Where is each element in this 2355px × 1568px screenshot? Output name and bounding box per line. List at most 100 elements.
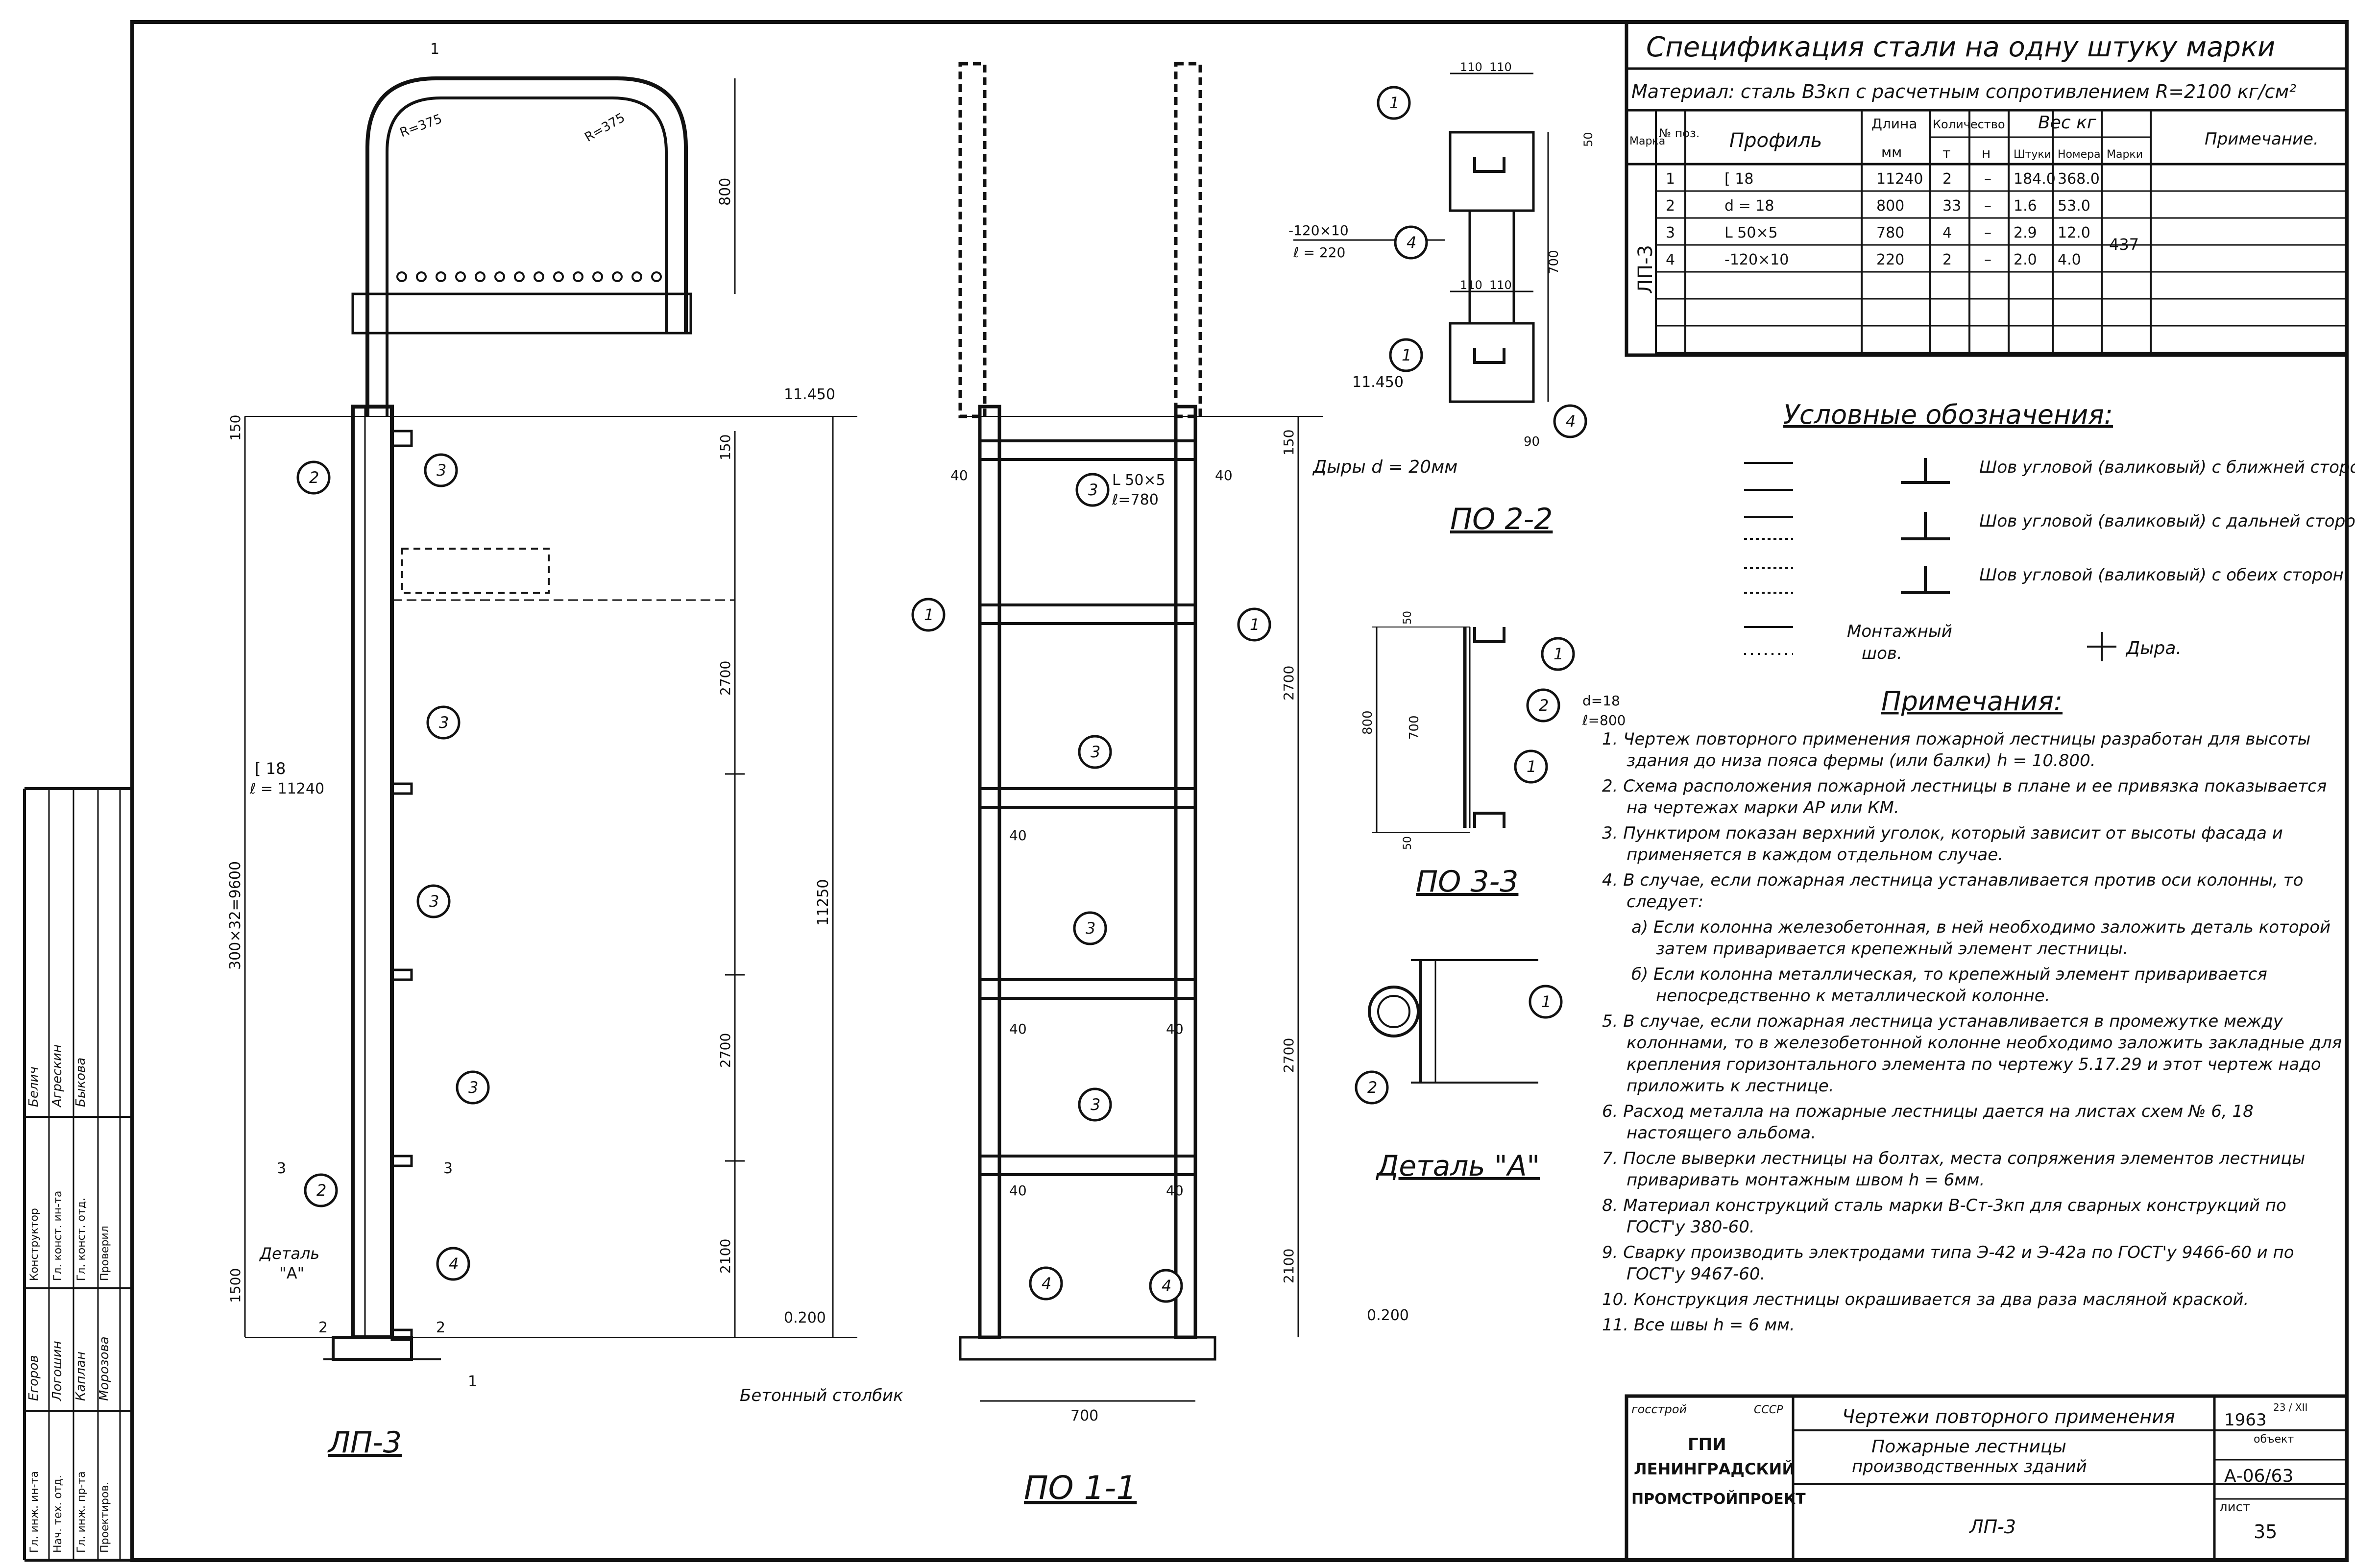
- callout-number: 3: [1086, 919, 1095, 938]
- notes-block: Примечания: 1. Чертеж повторного примене…: [1602, 686, 2342, 1335]
- callout-number: 3: [439, 713, 449, 732]
- po33-d50-a: 50: [1402, 611, 1414, 625]
- lp3-section-1-bottom: 1: [468, 1373, 477, 1390]
- lp3-section-2: 2: [318, 1319, 328, 1336]
- legend: Условные обозначения: Шов угловой: [1744, 399, 2355, 663]
- title-block-text: госстрой СССР ГПИ ЛЕНИНГРАДСКИЙ ПРОМСТРО…: [1631, 1401, 2307, 1543]
- po11-elev-top: 11.450: [1352, 374, 1404, 391]
- po11-angle: L 50×5: [1112, 472, 1165, 489]
- side-stamp: [24, 789, 132, 1560]
- stamp-org4: ПРОМСТРОЙПРОЕКТ: [1631, 1490, 1806, 1508]
- po11-dim-r2: 2700: [1281, 666, 1297, 700]
- position-callout: 4: [1394, 225, 1428, 260]
- position-callout: 3: [426, 705, 461, 740]
- legend-item-1: Шов угловой (валиковый) с ближней сторон…: [1979, 458, 2355, 477]
- lp3-label: ЛП-3: [327, 1425, 402, 1460]
- callout-number: 3: [1091, 1095, 1100, 1114]
- lp3-channel-len: ℓ = 11240: [249, 780, 324, 797]
- side-stamp-name: Логошин: [50, 1341, 65, 1401]
- callout-number: 1: [1554, 645, 1563, 663]
- lp3-channel: [351, 405, 394, 1339]
- callout-number: 3: [1091, 743, 1100, 761]
- spec-cell-t: 2: [1942, 170, 1952, 188]
- stamp-title1: Чертежи повторного применения: [1842, 1406, 2175, 1427]
- position-callout: 2: [1355, 1070, 1389, 1105]
- lp3-section-1-top: 1: [430, 41, 439, 58]
- lp3-dim-total: 11250: [815, 879, 832, 926]
- side-stamp-role: Нач. тех. отд.: [52, 1475, 64, 1553]
- side-stamp-role: Гл. инж. ин-та: [28, 1471, 41, 1553]
- po22-d700: 700: [1547, 250, 1561, 274]
- po11-rung: [978, 1155, 1197, 1176]
- po11-d40-a: 40: [950, 467, 968, 483]
- lp3-dim-1500: 1500: [227, 1268, 243, 1303]
- lp3-radius-left: R=375: [398, 112, 444, 141]
- position-callout: 1: [911, 598, 946, 632]
- spec-h-pos: № поз.: [1659, 126, 1699, 140]
- position-callout: 3: [1078, 735, 1112, 769]
- callout-number: 2: [1539, 696, 1549, 715]
- legend-sample-far: [1744, 512, 1950, 540]
- specification-table: Спецификация стали на одну штуку марки М…: [1625, 20, 2349, 357]
- lp3-detail-mark: "А": [279, 1264, 304, 1282]
- lp3-dim-r1: 150: [717, 434, 733, 460]
- hoop-hole: [416, 271, 427, 282]
- po22-plate: -120×10: [1288, 222, 1349, 239]
- stamp-year-note: 23 / XII: [2273, 1401, 2307, 1413]
- po11-rung: [978, 603, 1197, 625]
- lp3-detail-label: Деталь: [259, 1244, 319, 1263]
- hoop-crossbar: [351, 292, 692, 335]
- spec-h-length-unit: мм: [1881, 144, 1902, 160]
- spec-h-profile: Профиль: [1729, 129, 1822, 152]
- side-stamp-role: Конструктор: [28, 1208, 41, 1281]
- po11-d40-f: 40: [1009, 1182, 1027, 1199]
- hoop-inner: [386, 96, 668, 416]
- position-callout: 1: [1541, 637, 1575, 671]
- spec-cell-n: –: [1984, 170, 1991, 188]
- po11-d40-c: 40: [1009, 827, 1027, 844]
- detail-a-label: Деталь "А": [1375, 1149, 1540, 1182]
- hoop-hole: [612, 271, 623, 282]
- callout-number: 4: [1407, 233, 1416, 252]
- side-stamp-name: Агрескин: [50, 1044, 65, 1108]
- spec-cell-pos: 1: [1666, 170, 1675, 188]
- position-callout: 1: [1237, 607, 1271, 642]
- spec-title: Спецификация стали на одну штуку марки: [1646, 31, 2275, 63]
- view-po11: [958, 62, 1323, 1402]
- view-lp3-text: ЛП-3 11.450 0.200 [ 18 ℓ = 11240 300×32=…: [227, 41, 835, 1460]
- position-callout: 3: [456, 1070, 490, 1105]
- hoop-hole: [436, 271, 446, 282]
- position-callout: 4: [1553, 404, 1587, 438]
- side-stamp-name: Белич: [26, 1066, 41, 1107]
- title-block: [1625, 1394, 2349, 1562]
- spec-cell-piece: 184.0: [2014, 170, 2056, 188]
- po33-rod-len: ℓ=800: [1582, 712, 1626, 728]
- po22-d90: 90: [1524, 434, 1540, 449]
- position-callout: 1: [1529, 985, 1563, 1019]
- view-po33: [1372, 627, 1505, 833]
- po22-plate-len: ℓ = 220: [1293, 244, 1345, 261]
- spec-h-qty-n: н: [1982, 145, 1991, 161]
- hoop-hole: [534, 271, 544, 282]
- side-stamp-name: Егоров: [26, 1355, 41, 1401]
- po11-rung: [978, 439, 1197, 461]
- callout-number: 4: [1566, 412, 1576, 431]
- stamp-code: А-06/63: [2224, 1466, 2293, 1486]
- spec-h-w-total: Номера: [2058, 148, 2101, 161]
- po11-stringer-right-top: [1174, 62, 1202, 418]
- po11-stringer-left-top: [958, 62, 987, 418]
- note-item: 6. Расход металла на пожарные лестницы д…: [1602, 1102, 2254, 1143]
- notes-title: Примечания:: [1881, 686, 2063, 717]
- lp3-section-2b: 2: [436, 1319, 445, 1336]
- view-po22-text: ПО 2-2 -120×10 ℓ = 220 Дыры d = 20мм 110…: [1288, 60, 1595, 536]
- note-item: б) Если колонна металлическая, то крепеж…: [1631, 965, 2267, 1006]
- legend-item-2: Шов угловой (валиковый) с дальней сторон…: [1979, 511, 2355, 531]
- po11-dim-r3: 2700: [1281, 1038, 1297, 1073]
- position-callout: 3: [416, 884, 451, 918]
- callout-number: 3: [1088, 481, 1098, 499]
- po11-dim-r4: 2100: [1281, 1249, 1297, 1283]
- hoop-hole: [651, 271, 662, 282]
- position-callout: 4: [1029, 1266, 1063, 1301]
- po22-d110-a: 110: [1460, 60, 1482, 74]
